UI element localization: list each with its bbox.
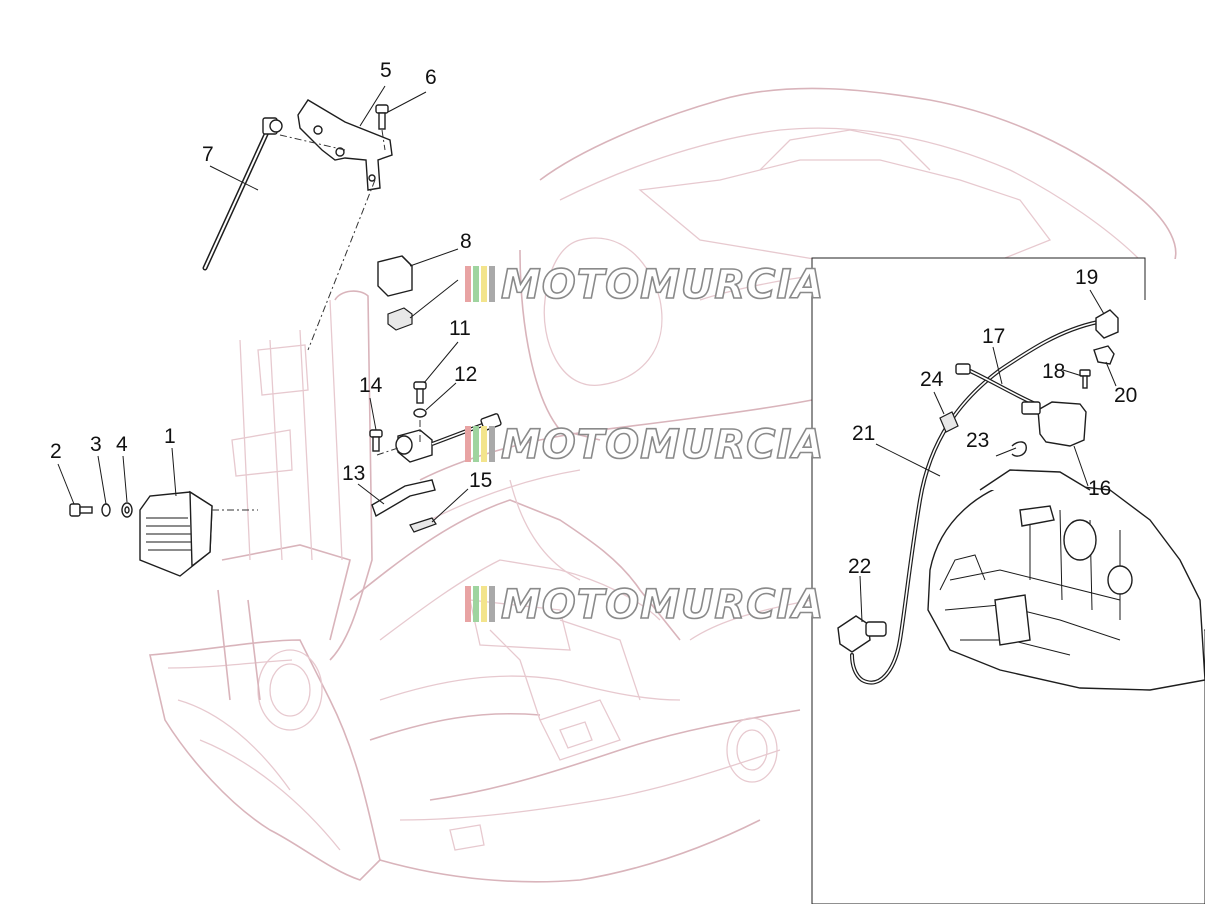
watermark-stripe bbox=[473, 586, 479, 622]
callout-12: 12 bbox=[454, 363, 477, 386]
callout-8: 8 bbox=[460, 230, 472, 253]
watermark-stripe bbox=[481, 586, 487, 622]
callout-4: 4 bbox=[116, 433, 128, 456]
washer-3 bbox=[101, 503, 111, 517]
callout-2: 2 bbox=[50, 440, 62, 463]
screw-2 bbox=[69, 503, 93, 517]
ignition-coil-16 bbox=[1021, 401, 1087, 447]
watermark-stripe bbox=[473, 266, 479, 302]
callout-17: 17 bbox=[982, 325, 1005, 348]
callout-13: 13 bbox=[342, 462, 365, 485]
cable-tie bbox=[202, 117, 283, 271]
leader-lines bbox=[57, 85, 1117, 623]
callout-14: 14 bbox=[359, 374, 383, 397]
callout-7: 7 bbox=[202, 143, 214, 166]
clip-24 bbox=[939, 411, 959, 433]
callout-5: 5 bbox=[380, 59, 392, 82]
watermark-3: MOTOMURCIA bbox=[465, 581, 824, 629]
watermark-stripe bbox=[489, 586, 495, 622]
screw-11 bbox=[413, 381, 427, 404]
relay bbox=[377, 255, 413, 297]
watermark-stripe bbox=[465, 426, 471, 462]
callout-22: 22 bbox=[848, 555, 871, 578]
callout-15: 15 bbox=[469, 469, 492, 492]
clip-15 bbox=[409, 517, 437, 533]
ignition-cable-21 bbox=[850, 320, 1100, 685]
callout-21: 21 bbox=[852, 422, 875, 445]
screw-18 bbox=[1079, 369, 1091, 389]
watermark-1: MOTOMURCIA bbox=[465, 261, 824, 309]
sensor-bracket bbox=[371, 479, 436, 518]
engine-block bbox=[927, 469, 1205, 691]
watermark-stripe bbox=[465, 586, 471, 622]
watermark-stripe bbox=[489, 426, 495, 462]
callout-19: 19 bbox=[1075, 266, 1098, 289]
watermark-stripe bbox=[489, 266, 495, 302]
watermark-stripe bbox=[465, 266, 471, 302]
watermark-stripe bbox=[481, 426, 487, 462]
callout-labels: 1 2 3 4 5 6 7 8 11 12 13 14 15 16 17 18 … bbox=[50, 59, 1137, 578]
callout-1: 1 bbox=[164, 425, 176, 448]
washer-4 bbox=[121, 502, 133, 518]
watermark-stripe bbox=[473, 426, 479, 462]
washer-12 bbox=[413, 408, 427, 418]
screw-14 bbox=[369, 429, 383, 452]
callout-20: 20 bbox=[1114, 384, 1137, 407]
spark-plug-cap-22 bbox=[837, 615, 887, 653]
cap-20 bbox=[1093, 345, 1115, 365]
callout-11: 11 bbox=[449, 317, 471, 340]
callout-16: 16 bbox=[1088, 477, 1111, 500]
watermark-text: MOTOMURCIA bbox=[501, 582, 824, 628]
clamp-23 bbox=[1011, 441, 1027, 457]
callout-24: 24 bbox=[920, 368, 944, 391]
plug-cap-19 bbox=[1095, 309, 1119, 339]
support-bracket bbox=[297, 99, 393, 191]
watermark-text: MOTOMURCIA bbox=[501, 422, 824, 468]
callout-3: 3 bbox=[90, 433, 102, 456]
callout-23: 23 bbox=[966, 429, 989, 452]
detail-inset bbox=[811, 257, 1205, 904]
callout-18: 18 bbox=[1042, 360, 1065, 383]
relay-connector bbox=[387, 307, 413, 331]
voltage-regulator bbox=[139, 490, 213, 577]
callout-6: 6 bbox=[425, 66, 437, 89]
scooter-frame bbox=[149, 87, 1177, 883]
watermark-2: MOTOMURCIA bbox=[465, 421, 824, 469]
watermark-stripe bbox=[481, 266, 487, 302]
screw-6 bbox=[375, 104, 389, 130]
watermark: MOTOMURCIA MOTOMURCIA MOTOMURCIA bbox=[465, 261, 824, 629]
watermark-text: MOTOMURCIA bbox=[501, 262, 824, 308]
